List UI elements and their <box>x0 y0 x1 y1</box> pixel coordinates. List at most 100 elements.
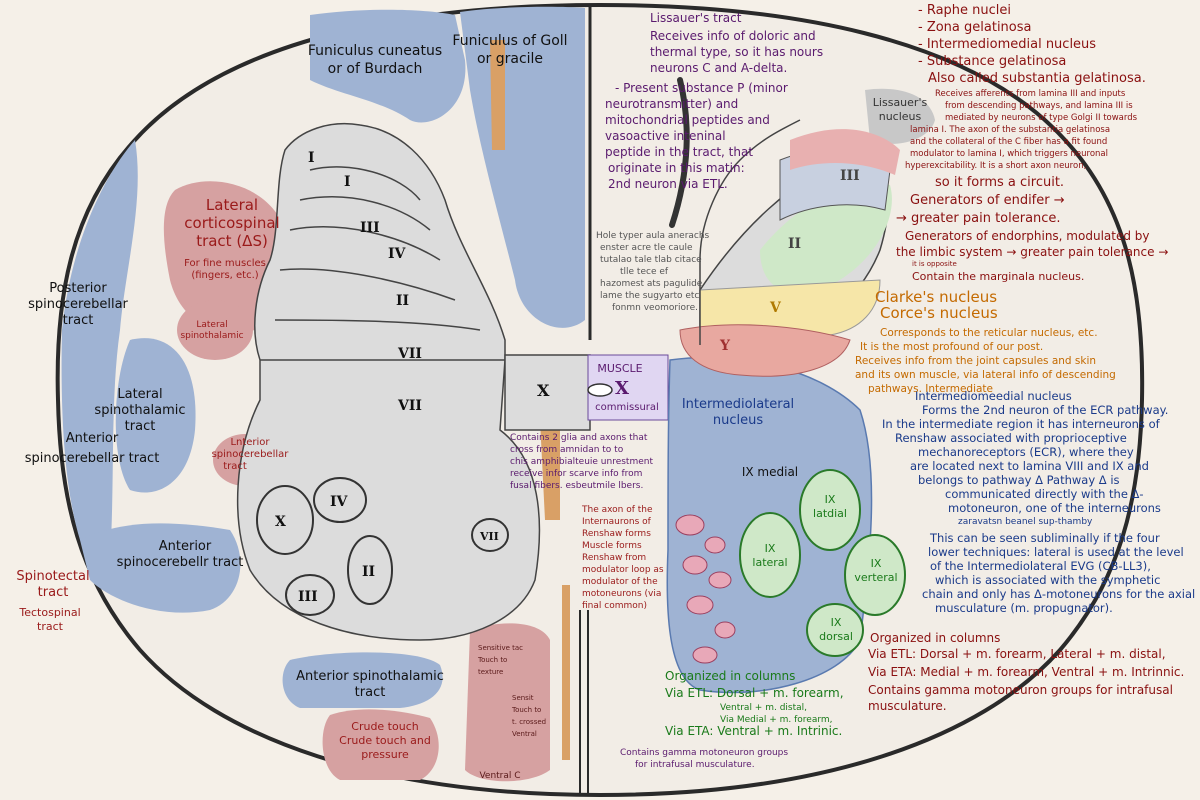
lissauer-nucleus-line: nucleus <box>879 110 922 123</box>
lateral-cs-note: For fine muscles (fingers, etc.) <box>184 258 266 281</box>
blue-line: This can be seen subliminally if the fou… <box>929 531 1160 545</box>
ant-spinocereb-line: spinocerebellar tract <box>25 451 160 466</box>
lissauer-line: thermal type, so it has nours <box>650 45 823 59</box>
goll-line: Funiculus of Goll <box>452 33 567 49</box>
intermediolateral-line: nucleus <box>713 413 763 428</box>
purple-line: Contains 2 glia and axons that <box>510 433 648 443</box>
red-note-line: Renshaw from <box>582 553 646 563</box>
ix-dorsal-pool <box>806 603 864 657</box>
blue-line: chain and only has Δ-motoneurons for the… <box>922 587 1195 601</box>
ant-spinothal-line: tract <box>355 685 386 700</box>
blue-line: In the intermediate region it has intern… <box>882 417 1161 431</box>
clarke-line: Clarke's nucleus <box>875 288 997 306</box>
lamina-numeral: I <box>344 174 351 190</box>
clarke-desc-line: and its own muscle, via lateral info of … <box>855 369 1116 381</box>
post-spinocereb-line: tract <box>63 313 94 328</box>
right-bottom-line: Organized in columns <box>870 631 1000 645</box>
right-bottom-annotation: Organized in columns Via ETL: Dorsal + m… <box>868 631 1184 713</box>
red-note-line: Renshaw forms <box>582 529 651 539</box>
lateral-cs-line: corticospinal <box>184 214 279 232</box>
ventral-red-area <box>465 623 550 782</box>
ventral-small-line: Touch to <box>477 656 507 664</box>
right-circuit-annotation: so it forms a circuit. Generators of end… <box>896 175 1168 283</box>
blue-line: are located next to lamina VIII and IX a… <box>910 459 1149 473</box>
renshaw-cells <box>675 514 736 664</box>
lateral-cs-note-line: (fingers, etc.) <box>191 270 258 281</box>
faint-line: lame the sugyarto etc <box>600 291 699 301</box>
laminae-left: I I III IV II VII VII X IV II III VII <box>275 150 499 605</box>
bottom-note: Contains gamma motoneuron groups for int… <box>620 748 788 770</box>
lamina-numeral: III <box>360 220 380 236</box>
right-small-annotation: Receives afferents from lamina III and i… <box>905 89 1138 171</box>
lissauer-line: neurotransmitter) and <box>605 97 738 111</box>
lissauer-line: Lissauer's tract <box>650 11 742 25</box>
anterior-spinothalamic-area <box>282 652 443 708</box>
right-top-line: - Substance gelatinosa <box>918 54 1066 69</box>
ix-dorsal-line: dorsal <box>819 630 853 643</box>
crude-touch-area <box>322 709 439 780</box>
ix-verteral-pool <box>844 534 906 616</box>
ant-spinothal-label: Anterior spinothalamic tract <box>296 669 444 700</box>
muscle-x-label: X <box>615 378 629 399</box>
lamina-x-pool <box>256 485 314 555</box>
lateral-cs-label: Lateral corticospinal tract (ΔS) <box>184 196 279 250</box>
lissauer-line: peptide in the tract, that <box>605 145 753 159</box>
lateral-spinothalamic-area <box>115 338 196 493</box>
blue-line: Renshaw associated with proprioceptive <box>895 431 1127 445</box>
lissauer-line: vasoactive inteninal <box>605 129 726 143</box>
bottom-note-line: for intrafusal musculature. <box>635 760 755 770</box>
anterior-spinocerebellar-area <box>80 523 241 613</box>
ant-spinocereb-label: Anterior spinocerebellar tract <box>25 431 160 466</box>
bottom-green-note: Organized in columns Via ETL: Dorsal + m… <box>665 669 844 738</box>
lat-spinothal-small-line: Lateral <box>196 320 227 330</box>
ant-spinocereb2-label: Anterior spinocerebellr tract <box>117 539 244 570</box>
spinotectal-line: tract <box>38 585 69 600</box>
ventral-median-fissure <box>579 610 589 795</box>
lissauer-stalk <box>669 77 690 228</box>
burdach-line: Funiculus cuneatus <box>308 43 442 59</box>
bottom-green-line: Via Medial + m. forearm, <box>720 715 833 725</box>
ant-spinocereb2-line: spinocerebellr tract <box>117 555 244 570</box>
faint-line: tutalao tale tlab citace <box>600 255 702 265</box>
right-small-line: mediated by neurons of type Golgi II tow… <box>945 113 1138 123</box>
lamina-line <box>279 268 456 301</box>
red-note-line: modulator of the <box>582 577 658 587</box>
lissauer-line: originate in this matin: <box>608 161 745 175</box>
intermediomedial-annotation: Intermediomeedial nucleus Forms the 2nd … <box>882 389 1195 615</box>
lamina-line <box>309 166 421 201</box>
lamina-vii-pool <box>471 518 509 552</box>
clarke-desc-line: Corresponds to the reticular nucleus, et… <box>880 327 1098 339</box>
lamina-line <box>299 196 431 231</box>
commissural-label: commissural <box>595 402 659 413</box>
right-top-line: - Intermediomedial nucleus <box>918 37 1096 52</box>
faint-line: Hole typer aula anerachs <box>596 231 710 241</box>
ix-latdial-line: latdial <box>813 507 847 520</box>
lamina-numeral: IV <box>388 246 407 262</box>
ix-latdial-pool <box>799 469 861 551</box>
goll-line: or gracile <box>477 51 543 67</box>
lamina-numeral: I <box>308 150 315 166</box>
lissauer-nucleus-label: Lissauer's nucleus <box>873 96 928 123</box>
faint-line: hazomest ats pagulide <box>600 279 703 289</box>
blue-line: of the Intermediolateral EVG (CB-LL3), <box>930 559 1151 573</box>
bottom-green-line: Via ETL: Dorsal + m. forearm, <box>665 686 844 700</box>
lamina-line <box>274 319 481 331</box>
ventral-small-line: texture <box>478 668 503 676</box>
lamina-numeral-right: II <box>788 236 801 252</box>
blue-line: lower techniques: lateral is used at the… <box>928 545 1184 559</box>
right-top-line: Also called substantia gelatinosa. <box>928 71 1146 86</box>
lat-spinothal-line: spinothalamic <box>94 403 185 418</box>
ventral-small-labels: Sensitive tac Touch to texture Sensit To… <box>477 644 546 738</box>
right-circuit-line: Contain the marginala nucleus. <box>912 270 1084 283</box>
ix-labels: IX latdial IX lateral IX verteral IX dor… <box>752 493 897 643</box>
lateral-spinothalamic-small-area <box>177 300 253 360</box>
muscle-commissural-label: MUSCLE X commissural <box>595 362 659 413</box>
lamina-numeral-right: III <box>840 168 860 184</box>
tectospinal-line: tract <box>37 620 64 633</box>
lamina-y-red <box>679 324 851 377</box>
blue-line: belongs to pathway Δ Pathway Δ is <box>918 473 1120 487</box>
lamina-numeral: II <box>362 564 375 580</box>
red-note-line: Muscle forms <box>582 541 642 551</box>
